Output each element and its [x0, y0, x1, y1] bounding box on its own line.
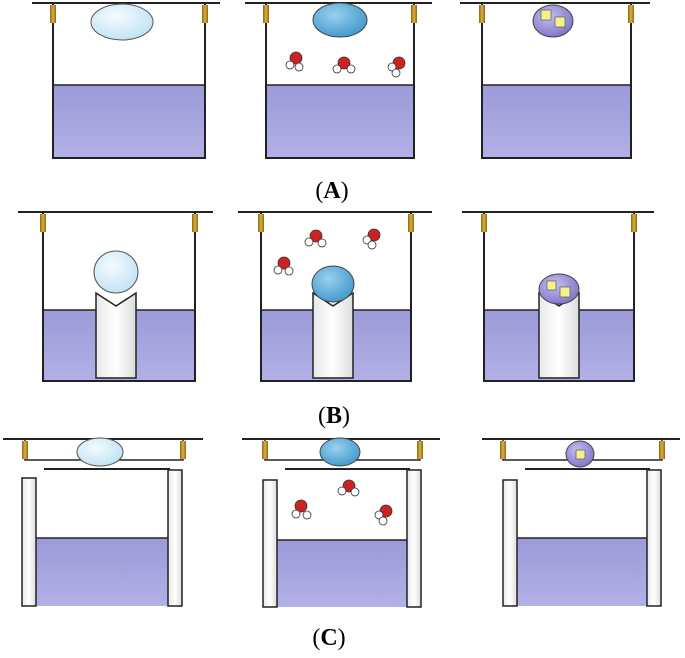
clip — [40, 214, 46, 232]
sitting-drop-pillar — [312, 291, 354, 379]
side-spacer — [262, 479, 278, 608]
clip — [22, 441, 28, 459]
row-c: (C) — [3, 437, 680, 651]
clip — [411, 5, 417, 23]
protein-droplet — [93, 250, 139, 294]
clip — [192, 214, 198, 232]
water-molecule — [332, 56, 356, 74]
beaker-c1 — [3, 437, 203, 607]
clip — [202, 5, 208, 23]
beaker-wall — [481, 4, 632, 159]
side-spacer — [502, 479, 518, 607]
beaker-c3 — [482, 438, 680, 607]
protein-droplet — [538, 273, 580, 305]
crystal — [554, 16, 566, 28]
clip — [262, 441, 268, 459]
row-a: (A) — [32, 2, 650, 204]
clip — [631, 214, 637, 232]
side-spacer — [21, 477, 37, 607]
beaker-a2 — [245, 2, 432, 159]
panel-label-c: (C) — [312, 625, 345, 651]
beaker-b3 — [462, 211, 654, 382]
beaker-a3 — [460, 2, 650, 159]
reservoir-solution — [266, 85, 414, 158]
protein-droplet — [90, 3, 154, 41]
protein-droplet — [319, 437, 361, 467]
clip — [258, 214, 264, 232]
crystal — [559, 286, 571, 298]
clip — [628, 5, 634, 23]
water-molecule — [387, 56, 406, 78]
crystal — [540, 9, 552, 21]
clip — [50, 5, 56, 23]
beaker-b1 — [18, 211, 213, 382]
sitting-drop-pillar — [538, 291, 580, 379]
reservoir-solution — [36, 538, 168, 606]
clip — [263, 5, 269, 23]
beaker-wall — [42, 213, 196, 382]
beaker-c2 — [242, 437, 440, 608]
clip — [481, 214, 487, 232]
clip — [500, 441, 506, 459]
reservoir-solution — [277, 540, 407, 607]
beaker-wall — [483, 213, 635, 382]
water-molecule — [362, 228, 381, 250]
water-molecule — [304, 229, 327, 248]
water-molecule — [273, 256, 294, 276]
clip — [659, 441, 665, 459]
protein-droplet — [76, 437, 124, 467]
water-molecule — [291, 499, 312, 520]
crystal — [546, 280, 557, 291]
sitting-drop-pillar — [95, 291, 137, 379]
protein-droplet — [311, 265, 355, 303]
beaker-wall — [52, 4, 206, 159]
beaker-wall — [265, 4, 415, 159]
water-molecule — [285, 51, 304, 72]
panel-label-b: (B) — [318, 403, 350, 429]
water-molecule — [337, 479, 360, 497]
clip — [408, 214, 414, 232]
row-b: (B) — [18, 211, 654, 429]
beaker-a1 — [32, 2, 220, 159]
beaker-b2 — [238, 211, 432, 382]
panel-label-a: (A) — [315, 178, 348, 204]
reservoir-solution — [482, 85, 631, 158]
side-spacer — [167, 469, 183, 607]
side-spacer — [406, 469, 422, 608]
side-spacer — [646, 469, 662, 607]
clip — [417, 441, 423, 459]
beaker-wall — [260, 213, 412, 382]
clip — [180, 441, 186, 459]
protein-droplet — [312, 2, 368, 38]
clip — [479, 5, 485, 23]
protein-droplet — [532, 4, 574, 38]
crystal — [575, 449, 586, 460]
reservoir-solution — [517, 538, 647, 606]
reservoir-solution — [53, 85, 205, 158]
water-molecule — [374, 504, 393, 526]
